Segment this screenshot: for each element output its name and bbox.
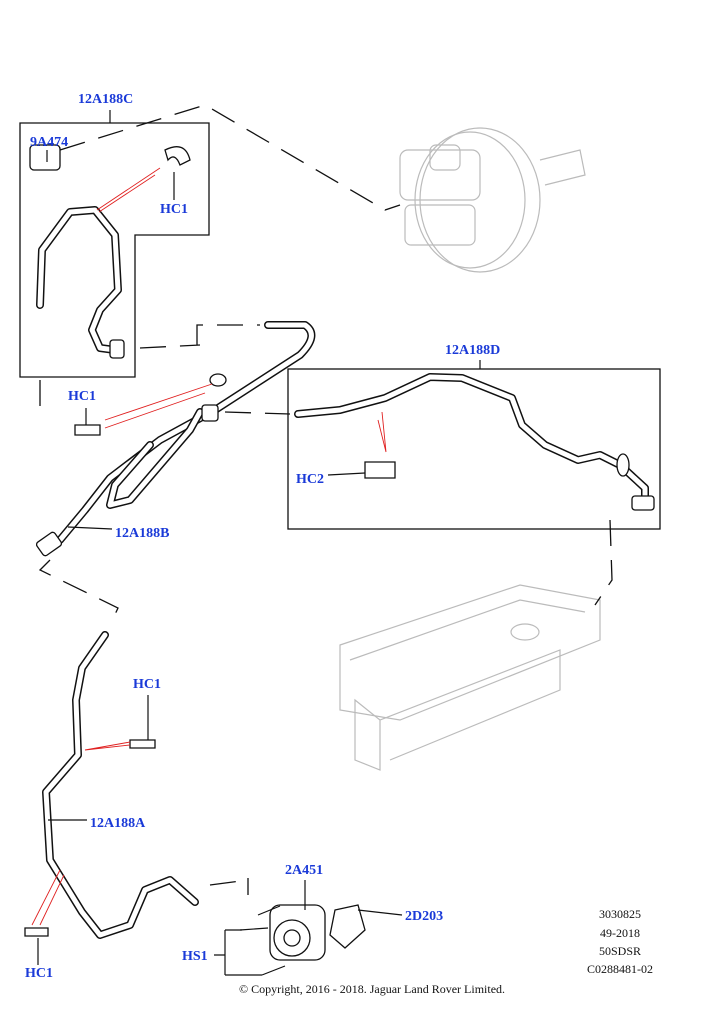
callout-2a451[interactable]: 2A451: [285, 863, 323, 878]
brake-booster-illustration: [399, 127, 586, 273]
hose-12a188c: [29, 144, 125, 359]
engine-illustration: [339, 584, 601, 771]
dashed-connector: [209, 878, 249, 895]
callout-2d203[interactable]: 2D203: [405, 909, 443, 924]
hose-12a188a: [42, 631, 199, 939]
hose-12a188b: [35, 321, 316, 557]
dashed-connector: [38, 559, 119, 626]
copyright-text: © Copyright, 2016 - 2018. Jaguar Land Ro…: [239, 982, 505, 996]
dashed-connector: [59, 104, 401, 211]
sensor-9a474-part: [29, 144, 61, 171]
reference-line: C0288481-02: [587, 962, 653, 976]
dashed-connector: [594, 519, 613, 606]
leader-lines: [31, 110, 481, 976]
callout-12a188b[interactable]: 12A188B: [115, 526, 169, 541]
callout-12a188d[interactable]: 12A188D: [445, 343, 500, 358]
clip-parts: [24, 146, 396, 937]
hose-12a188d: [294, 373, 655, 511]
reference-line: 50SDSR: [599, 944, 641, 958]
callout-hc2[interactable]: HC2: [296, 472, 324, 487]
callout-hc1-mid[interactable]: HC1: [133, 677, 161, 692]
group-box-12a188d: [287, 368, 661, 530]
callout-12a188c[interactable]: 12A188C: [78, 92, 133, 107]
reference-line: 3030825: [599, 907, 641, 921]
callout-hc1-upper[interactable]: HC1: [160, 202, 188, 217]
callout-hs1[interactable]: HS1: [182, 949, 208, 964]
dashed-connector: [139, 324, 260, 349]
reference-line: 49-2018: [600, 926, 640, 940]
callout-hc1-left[interactable]: HC1: [68, 389, 96, 404]
callout-12a188a[interactable]: 12A188A: [90, 816, 146, 831]
callout-hc1-bottom[interactable]: HC1: [25, 966, 53, 981]
dashed-connector: [224, 411, 291, 415]
vacuum-pump-2a451-part: [239, 904, 366, 976]
callout-9a474[interactable]: 9A474: [30, 135, 68, 150]
group-box-12a188c: [19, 122, 210, 378]
